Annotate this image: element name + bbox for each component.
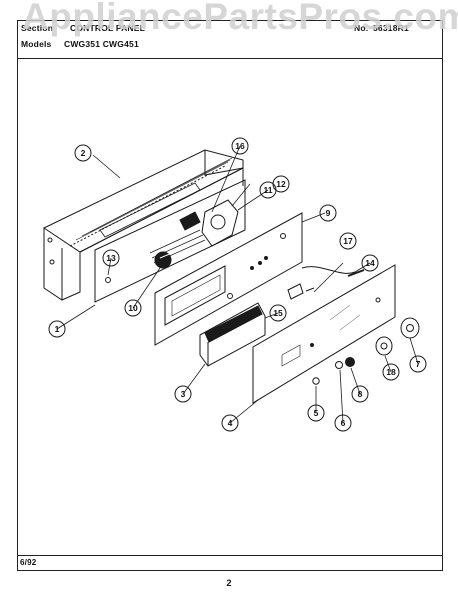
callout-label-11: 11 [264, 185, 273, 195]
callout-label-8: 8 [358, 389, 363, 399]
small-knobs [312, 357, 355, 385]
callout-label-10: 10 [128, 303, 138, 313]
leader-lines [56, 145, 419, 424]
section-value: CONTROL PANEL [70, 23, 146, 33]
callout-label-2: 2 [81, 148, 86, 158]
footer-rule [17, 555, 443, 556]
clip-part [287, 283, 315, 300]
callout-label-18: 18 [386, 367, 396, 377]
callout-label-6: 6 [341, 418, 346, 428]
callout-label-13: 13 [106, 253, 116, 263]
callout-label-7: 7 [416, 359, 421, 369]
timer-knob-part [154, 251, 173, 269]
callout-label-12: 12 [276, 179, 286, 189]
timer-part [179, 199, 239, 247]
drawing-border [17, 20, 443, 571]
callout-label-1: 1 [55, 324, 60, 334]
callout-label-4: 4 [228, 418, 233, 428]
form-number: 56318R1 [373, 23, 409, 33]
models-label: Models [21, 39, 52, 49]
section-label: Section [21, 23, 54, 33]
models-value: CWG351 CWG451 [64, 39, 139, 49]
callout-label-14: 14 [365, 258, 375, 268]
switch-block-part [199, 302, 266, 367]
revision-date: 6/92 [20, 558, 37, 567]
callout-label-16: 16 [235, 141, 245, 151]
header-rule [17, 58, 443, 59]
graphic-panel-part [252, 264, 396, 404]
callout-label-15: 15 [273, 308, 283, 318]
watermark: AppliancePartsPros.com [22, 0, 458, 37]
rear-cover-part [42, 149, 244, 301]
callout-label-17: 17 [343, 236, 353, 246]
callout-label-9: 9 [326, 208, 331, 218]
form-number-label: No. [354, 23, 369, 33]
wire-harness-part [301, 266, 365, 277]
callout-label-5: 5 [314, 408, 319, 418]
callout-label-3: 3 [181, 389, 186, 399]
callout-circles [48, 137, 427, 432]
control-panel-frame-part [154, 212, 303, 346]
page-number: 2 [226, 578, 232, 588]
